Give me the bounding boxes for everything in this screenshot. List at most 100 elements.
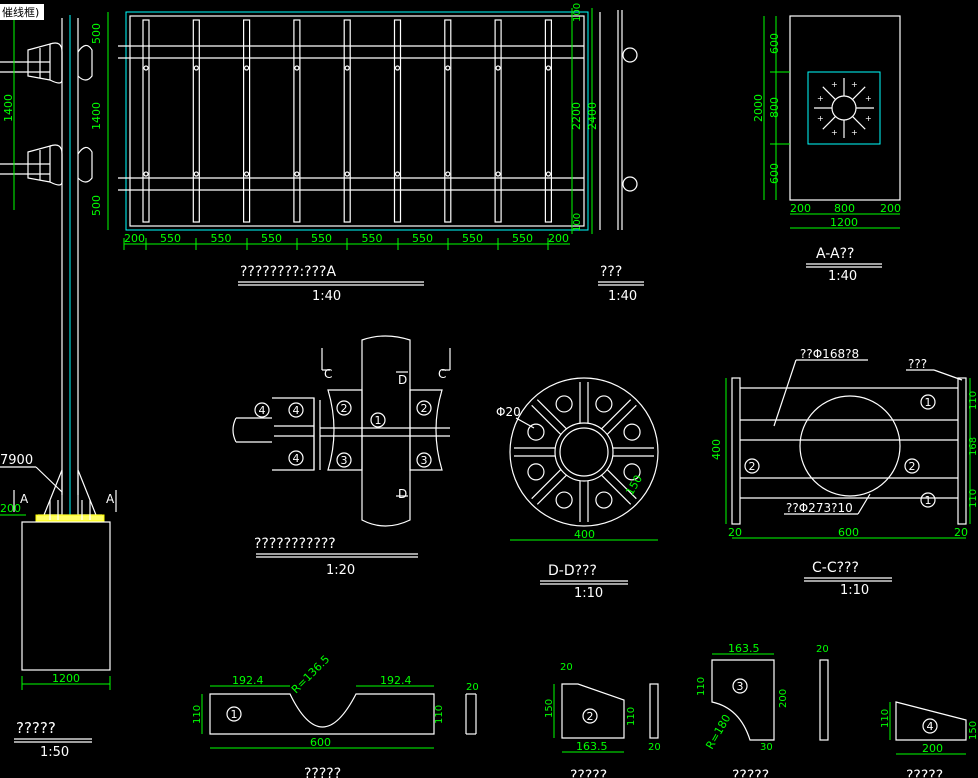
part-3-title: ????? xyxy=(732,768,769,778)
svg-text:1:40: 1:40 xyxy=(608,289,637,304)
svg-text:1:10: 1:10 xyxy=(840,583,869,598)
svg-text:200: 200 xyxy=(880,202,901,215)
svg-text:200: 200 xyxy=(0,502,21,515)
svg-text:A: A xyxy=(106,492,115,506)
bolt-hole xyxy=(555,395,573,413)
dim-label: 550 xyxy=(160,232,181,245)
top-left-label-box xyxy=(0,4,44,20)
dim-label: 550 xyxy=(362,232,383,245)
part-callout xyxy=(254,402,270,418)
fence-bar xyxy=(393,19,402,223)
fence-bar xyxy=(293,19,301,223)
svg-text:C: C xyxy=(438,367,446,381)
svg-text:20: 20 xyxy=(648,742,661,753)
svg-text:+: + xyxy=(831,80,838,89)
part-callout xyxy=(744,458,760,474)
svg-text:+: + xyxy=(817,114,824,123)
svg-text:1: 1 xyxy=(925,494,932,507)
svg-text:192.4: 192.4 xyxy=(232,674,264,687)
svg-text:600: 600 xyxy=(838,526,859,539)
svg-text:400: 400 xyxy=(710,439,723,460)
svg-text:1:40: 1:40 xyxy=(312,289,341,304)
svg-text:100: 100 xyxy=(572,3,583,22)
svg-text:400: 400 xyxy=(574,528,595,541)
fence-bar xyxy=(142,19,150,223)
svg-text:110: 110 xyxy=(434,705,445,724)
svg-text:150: 150 xyxy=(968,721,978,740)
svg-text:110: 110 xyxy=(696,677,707,696)
svg-text:200: 200 xyxy=(922,742,943,755)
svg-text:4: 4 xyxy=(293,452,300,465)
svg-text:20: 20 xyxy=(728,526,742,539)
svg-text:110: 110 xyxy=(968,391,978,410)
bolt-hole xyxy=(527,463,545,481)
svg-text:+: + xyxy=(831,128,838,137)
part-callout xyxy=(336,452,352,468)
dim-label: 200 xyxy=(124,232,145,245)
svg-text:200: 200 xyxy=(790,202,811,215)
dim-label: 550 xyxy=(462,232,483,245)
height-7900-label: 7900 xyxy=(0,453,33,468)
part-callout xyxy=(370,412,386,428)
svg-text:20: 20 xyxy=(954,526,968,539)
bolt-hole xyxy=(555,491,573,509)
svg-text:2: 2 xyxy=(749,460,756,473)
part-callout xyxy=(336,400,352,416)
part-callout xyxy=(732,678,748,694)
svg-text:163.5: 163.5 xyxy=(576,740,608,753)
svg-text:2200: 2200 xyxy=(570,102,583,130)
part-4-plate: 110 150 200 ????? 4 xyxy=(880,701,978,778)
svg-text:3: 3 xyxy=(737,680,744,693)
svg-text:600: 600 xyxy=(768,33,781,54)
fence-bar xyxy=(192,19,200,223)
svg-text:D: D xyxy=(398,487,407,501)
svg-text:D: D xyxy=(398,373,407,387)
dim-label: 200 xyxy=(548,232,569,245)
svg-text:200: 200 xyxy=(778,689,789,708)
svg-text:20: 20 xyxy=(560,662,573,673)
part-callout xyxy=(416,452,432,468)
svg-text:30: 30 xyxy=(760,742,773,753)
svg-text:C: C xyxy=(324,367,332,381)
svg-text:110: 110 xyxy=(880,709,891,728)
svg-text:500: 500 xyxy=(90,195,103,216)
dd-section-title: D-D??? xyxy=(548,563,597,579)
dim-label: 550 xyxy=(261,232,282,245)
svg-text:R=180: R=180 xyxy=(703,712,733,751)
svg-text:150: 150 xyxy=(623,473,645,498)
pole-view-title: ????? xyxy=(16,719,56,737)
aa-section-view: ++++++++ 600 800 600 2000 200 800 200 12… xyxy=(752,15,901,284)
svg-text:2: 2 xyxy=(909,460,916,473)
part-callout xyxy=(920,394,936,410)
hole-diameter-label: Φ20 xyxy=(496,405,521,419)
svg-text:1:50: 1:50 xyxy=(40,745,69,760)
svg-text:20: 20 xyxy=(816,644,829,655)
svg-text:1400: 1400 xyxy=(2,94,15,122)
fence-bar xyxy=(343,19,351,223)
svg-text:4: 4 xyxy=(293,404,300,417)
svg-text:192.4: 192.4 xyxy=(380,674,412,687)
part-4-title: ????? xyxy=(906,768,943,778)
svg-text:1200: 1200 xyxy=(52,672,80,685)
fence-bar xyxy=(494,19,502,223)
bolt-hole xyxy=(595,491,613,509)
svg-text:A: A xyxy=(20,492,29,506)
svg-text:500: 500 xyxy=(90,23,103,44)
svg-text:110: 110 xyxy=(968,489,978,508)
bolt-hole xyxy=(623,463,641,481)
svg-text:163.5: 163.5 xyxy=(728,642,760,655)
pipe-273-label: ??Φ273?10 xyxy=(786,501,853,515)
svg-text:+: + xyxy=(865,94,872,103)
svg-text:2000: 2000 xyxy=(752,94,765,122)
svg-text:800: 800 xyxy=(834,202,855,215)
svg-text:???: ??? xyxy=(908,357,927,371)
svg-text:2: 2 xyxy=(421,402,428,415)
svg-text:168: 168 xyxy=(968,437,978,456)
svg-text:+: + xyxy=(817,94,824,103)
part-callout xyxy=(226,706,242,722)
fence-bar xyxy=(243,19,251,223)
bolt-hole xyxy=(527,423,545,441)
bolt-hole xyxy=(623,423,641,441)
